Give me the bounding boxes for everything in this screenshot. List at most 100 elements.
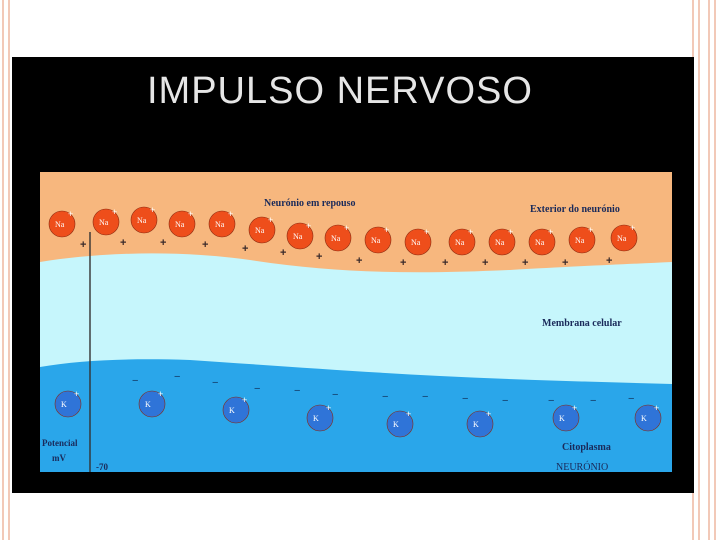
minus-charge: − — [382, 391, 388, 403]
na-ion-circle — [286, 222, 314, 250]
na-ion: Na+ — [248, 215, 276, 244]
na-ion-label: Na — [255, 226, 265, 235]
minus-charge: − — [628, 393, 634, 405]
na-ion-circle — [248, 216, 276, 244]
plus-charge: + — [280, 247, 286, 259]
na-ion-charge: + — [588, 225, 593, 235]
na-ion-charge: + — [468, 227, 473, 237]
na-ion: Na+ — [488, 227, 516, 256]
minus-charge: − — [254, 383, 260, 395]
na-ion: Na+ — [528, 227, 556, 256]
k-ion-charge: + — [242, 395, 247, 405]
na-ion: Na+ — [364, 225, 392, 254]
na-ion-charge: + — [112, 207, 117, 217]
minus-charge: − — [332, 389, 338, 401]
k-ion-charge: + — [654, 403, 659, 413]
na-ion-circle — [568, 226, 596, 254]
sodium-ions: Na+Na+Na+Na+Na+Na+Na+Na+Na+Na+Na+Na+Na+N… — [48, 205, 638, 256]
k-ion: K+ — [386, 409, 414, 438]
plus-charge: + — [316, 251, 322, 263]
plus-charge: + — [562, 257, 568, 269]
na-ion-circle — [448, 228, 476, 256]
minus-charge: − — [462, 393, 468, 405]
k-ion-label: K — [641, 414, 647, 423]
k-ion: K+ — [54, 389, 82, 418]
slide-title: IMPULSO NERVOSO — [147, 70, 533, 112]
k-ion-charge: + — [486, 409, 491, 419]
plus-charge: + — [482, 257, 488, 269]
na-ion-circle — [364, 226, 392, 254]
na-ion: Na+ — [448, 227, 476, 256]
na-ion: Na+ — [404, 227, 432, 256]
k-ion: K+ — [552, 403, 580, 432]
label-membrane: Membrana celular — [542, 318, 622, 329]
plus-charge: + — [120, 237, 126, 249]
k-ion-circle — [466, 410, 494, 438]
label-exterior: Exterior do neurónio — [530, 204, 620, 215]
label-cytoplasm: Citoplasma — [562, 442, 611, 453]
plus-charge: + — [442, 257, 448, 269]
plus-charge: + — [80, 239, 86, 251]
minus-charge: − — [212, 377, 218, 389]
na-ion-charge: + — [306, 221, 311, 231]
k-ion-label: K — [61, 400, 67, 409]
na-ion-charge: + — [630, 223, 635, 233]
k-ion-circle — [222, 396, 250, 424]
na-ion-label: Na — [575, 236, 585, 245]
na-ion-circle — [208, 210, 236, 238]
na-ion-circle — [130, 206, 158, 234]
k-ion-label: K — [393, 420, 399, 429]
na-ion-circle — [488, 228, 516, 256]
na-ion-circle — [92, 208, 120, 236]
na-ion-label: Na — [331, 234, 341, 243]
decorative-border-line — [708, 0, 710, 540]
k-ion-charge: + — [158, 389, 163, 399]
k-ion-label: K — [145, 400, 151, 409]
na-ion: Na+ — [286, 221, 314, 250]
na-ion: Na+ — [610, 223, 638, 252]
na-ion-circle — [48, 210, 76, 238]
na-ion-label: Na — [175, 220, 185, 229]
na-ion-label: Na — [99, 218, 109, 227]
na-ion: Na+ — [48, 209, 76, 238]
minus-charge: − — [502, 395, 508, 407]
na-ion-circle — [168, 210, 196, 238]
na-ion: Na+ — [130, 205, 158, 234]
decorative-border-line — [714, 0, 716, 540]
potassium-ions: K+K+K+K+K+K+K+K+ — [54, 389, 662, 438]
minus-charge: − — [548, 395, 554, 407]
plus-charge: + — [202, 239, 208, 251]
minus-charge: − — [590, 395, 596, 407]
na-ion-charge: + — [228, 209, 233, 219]
na-ion-label: Na — [215, 220, 225, 229]
k-ion-label: K — [313, 414, 319, 423]
k-ion-circle — [552, 404, 580, 432]
na-ion-charge: + — [344, 223, 349, 233]
k-ion-label: K — [473, 420, 479, 429]
positive-charges: ++++++++++++++ — [80, 237, 612, 269]
na-ion: Na+ — [324, 223, 352, 252]
na-ion-label: Na — [293, 232, 303, 241]
na-ion: Na+ — [208, 209, 236, 238]
k-ion-circle — [306, 404, 334, 432]
na-ion-charge: + — [508, 227, 513, 237]
negative-charges: −−−−−−−−−−−−− — [132, 371, 634, 407]
k-ion: K+ — [306, 403, 334, 432]
na-ion: Na+ — [568, 225, 596, 254]
na-ion-label: Na — [55, 220, 65, 229]
na-ion-label: Na — [137, 216, 147, 225]
minus-charge: − — [294, 385, 300, 397]
na-ion-charge: + — [268, 215, 273, 225]
plus-charge: + — [356, 255, 362, 267]
na-ion-circle — [324, 224, 352, 252]
na-ion-charge: + — [384, 225, 389, 235]
k-ion: K+ — [634, 403, 662, 432]
k-ion-label: K — [559, 414, 565, 423]
na-ion-label: Na — [371, 236, 381, 245]
resting-neuron-diagram: Neurónio em repouso Exterior do neurónio… — [40, 172, 672, 472]
na-ion-charge: + — [424, 227, 429, 237]
na-ion-charge: + — [548, 227, 553, 237]
na-ion-charge: + — [68, 209, 73, 219]
k-ion: K+ — [222, 395, 250, 424]
k-ion: K+ — [138, 389, 166, 418]
